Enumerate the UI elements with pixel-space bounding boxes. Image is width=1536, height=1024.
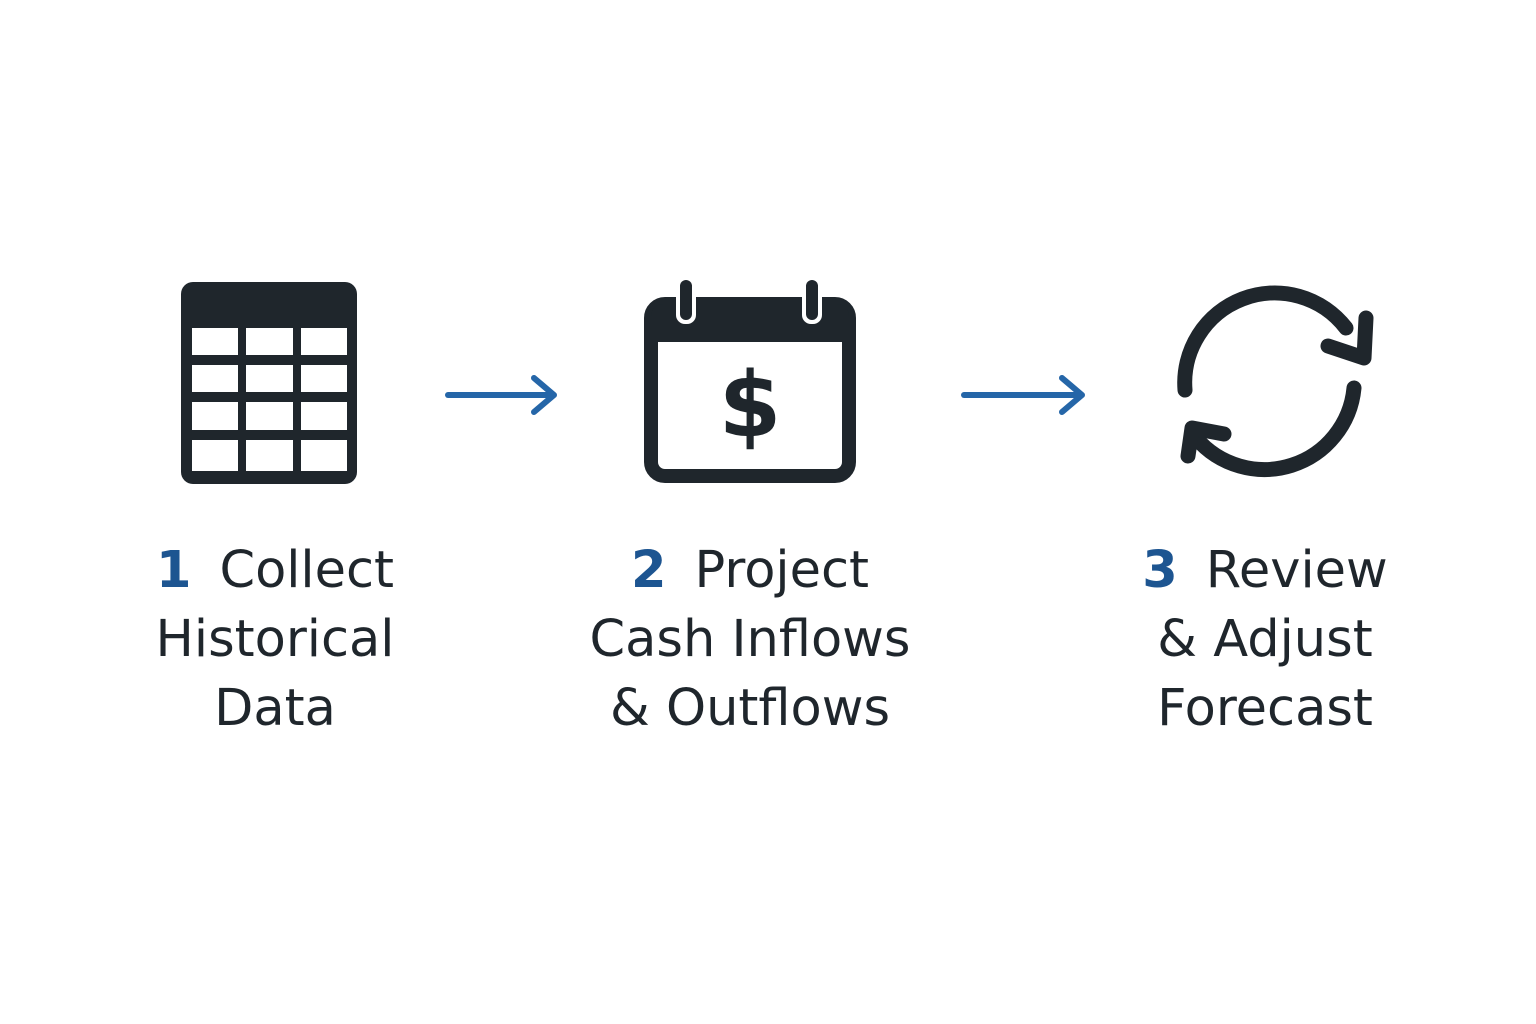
- step-3-number: 3: [1142, 541, 1178, 600]
- step-1-label: 1 Collect Historical Data: [130, 536, 420, 743]
- step-2-title-line: 2 Project: [560, 536, 940, 605]
- step-3-line-1: Review: [1205, 541, 1388, 600]
- right-arrow-icon: [961, 375, 1085, 415]
- step-3-title-line: 3 Review: [1110, 536, 1420, 605]
- step-3-line-2: & Adjust: [1157, 610, 1373, 669]
- calendar-dollar-icon: $: [644, 278, 856, 483]
- refresh-cycle-icon: [1177, 285, 1374, 478]
- step-1-line-1: Collect: [219, 541, 395, 600]
- right-arrow-icon: [445, 375, 557, 415]
- step-2-line-2: Cash Inflows: [589, 610, 911, 669]
- step-1-line-2: Historical: [155, 610, 395, 669]
- table-grid-icon: [181, 282, 357, 484]
- step-1-title-line: 1 Collect: [130, 536, 420, 605]
- step-1-line-3: Data: [214, 679, 336, 738]
- step-2-number: 2: [631, 541, 667, 600]
- step-3-label: 3 Review & Adjust Forecast: [1110, 536, 1420, 743]
- step-2-label: 2 Project Cash Inflows & Outflows: [560, 536, 940, 743]
- step-1-number: 1: [155, 541, 192, 600]
- step-2-line-1: Project: [694, 541, 870, 600]
- svg-text:$: $: [719, 353, 782, 458]
- step-2-line-3: & Outflows: [609, 679, 891, 738]
- step-3-line-3: Forecast: [1157, 679, 1373, 738]
